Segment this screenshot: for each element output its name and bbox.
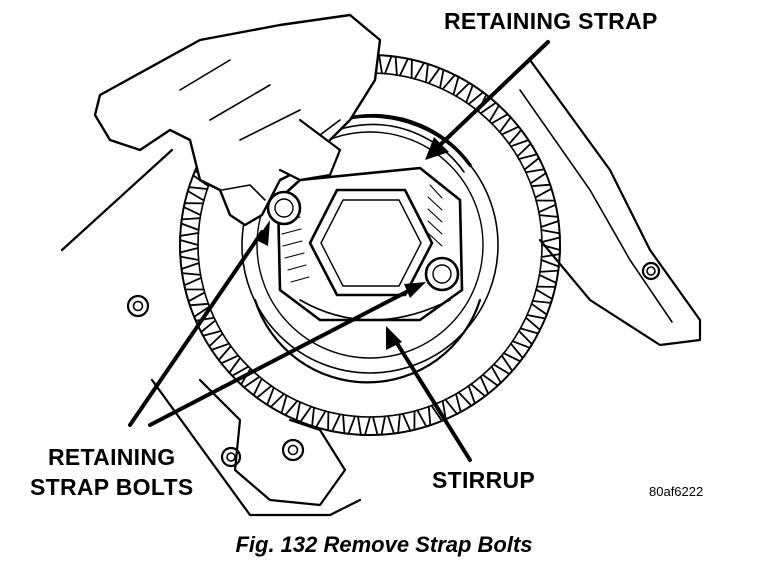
gear-tooth: [183, 276, 205, 291]
label-bolts-line1: RETAINING: [47, 444, 176, 470]
gear-tooth: [455, 82, 474, 104]
gear-tooth: [526, 302, 548, 320]
gear-tooth: [457, 385, 476, 407]
gear-tooth: [311, 406, 327, 429]
mount-hole-right: [641, 261, 661, 281]
lower-bracket: [198, 378, 347, 507]
gear-tooth: [530, 183, 553, 199]
gear-tooth: [186, 186, 209, 202]
gear-tooth: [193, 305, 215, 322]
label-bolts-line2: STRAP BOLTS: [30, 474, 194, 500]
gear-tooth: [179, 232, 200, 246]
gear-tooth: [519, 316, 541, 335]
gear-tooth: [372, 415, 386, 436]
gear-tooth: [217, 345, 240, 365]
leader-retaining-strap: [438, 40, 550, 147]
gear-tooth: [492, 354, 514, 375]
gear-tooth: [384, 55, 398, 76]
gear-tooth: [280, 394, 299, 416]
label-retaining-strap-bolts: RETAINING STRAP BOLTS: [30, 442, 193, 502]
gear-tooth: [416, 405, 432, 428]
gear-tooth: [357, 415, 371, 436]
hex-nut: [308, 188, 434, 297]
gear-tooth: [540, 244, 561, 258]
label-retaining-strap: RETAINING STRAP: [444, 8, 658, 34]
gear-tooth: [182, 202, 204, 216]
gear-tooth: [525, 168, 547, 185]
gear-tooth: [187, 291, 210, 307]
engine-block-outline: [60, 58, 702, 517]
gear-tooth: [470, 375, 490, 398]
gear-tooth: [490, 113, 512, 134]
gear-tooth: [481, 365, 502, 387]
gear-tooth: [531, 288, 554, 304]
gear-tooth: [536, 274, 558, 288]
gear-tooth: [200, 319, 222, 337]
clutch-spring-right: [427, 184, 443, 247]
gear-tooth: [444, 393, 462, 415]
gear-tooth: [510, 139, 532, 158]
gear-tooth: [427, 67, 445, 89]
strap-bolt-right: [424, 256, 460, 292]
gear-tooth: [208, 332, 230, 351]
mount-hole-left: [126, 294, 150, 318]
mount-hole-bottom: [220, 446, 242, 468]
arrowhead-bolt-left: [256, 220, 270, 246]
arrowhead-bolt-right: [404, 282, 426, 298]
strap-bolt-left: [266, 190, 302, 226]
gear-tooth: [538, 214, 560, 228]
gear-tooth: [180, 217, 201, 231]
gear-tooth: [518, 153, 540, 171]
gear-tooth: [252, 377, 273, 399]
gear-tooth: [535, 199, 557, 214]
leader-strap-bolts: [128, 230, 416, 427]
figure-code: 80af6222: [649, 484, 704, 499]
figure-caption: Fig. 132 Remove Strap Bolts: [235, 532, 533, 557]
gear-tooth: [401, 410, 416, 432]
gear-tooth: [327, 411, 341, 433]
gear-tooth: [266, 386, 285, 408]
gear-tooth: [387, 413, 401, 435]
gear-tooth: [295, 401, 313, 423]
gear-tooth: [180, 262, 202, 276]
gear-tooth: [539, 259, 560, 273]
hand: [93, 13, 382, 227]
finger: [278, 118, 342, 182]
mount-hole-bracket: [281, 438, 305, 462]
arrowhead-retaining-strap: [425, 137, 449, 160]
gear-tooth: [511, 330, 533, 349]
gear-tooth: [540, 229, 561, 243]
arrowhead-stirrup: [386, 326, 402, 350]
gear-tooth: [399, 57, 413, 79]
gear-tooth: [479, 101, 500, 123]
gear-tooth: [413, 61, 429, 84]
gear-tooth: [441, 74, 460, 96]
leader-stirrup: [393, 338, 472, 462]
gear-tooth: [179, 247, 200, 261]
gear-tooth: [342, 414, 356, 435]
engine-block-edge: [519, 89, 673, 323]
gear-tooth: [502, 342, 524, 363]
label-stirrup: STIRRUP: [432, 467, 536, 493]
gear-tooth: [500, 125, 523, 145]
gear-tooth: [228, 356, 250, 377]
stirrup: [276, 166, 464, 322]
